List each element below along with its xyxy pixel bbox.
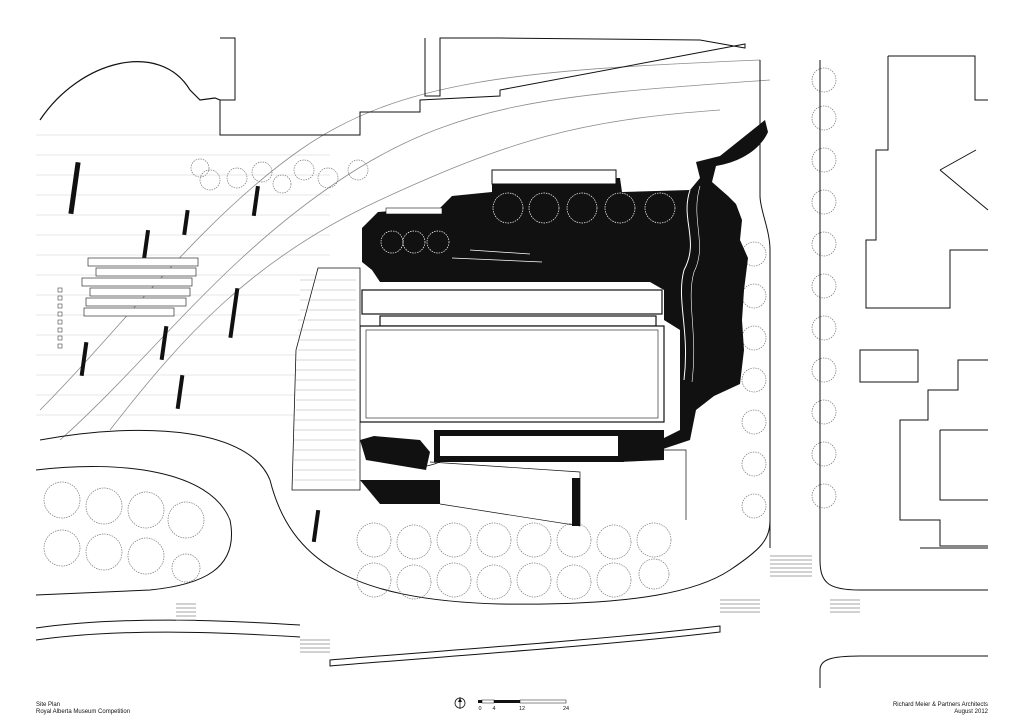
scale-tick-label: 4 [492,706,496,712]
scale-bar-labels: 0 4 12 24 [478,706,578,714]
crosswalks [176,555,860,653]
south-wing [360,430,664,526]
trees-north [190,158,369,194]
roof-walkway [681,189,691,381]
courtyard-trees [380,192,676,254]
light-standards [68,161,321,543]
title-block-left: Site Plan Royal Alberta Museum Competiti… [36,702,130,716]
museum-halls [359,289,665,423]
parking-striping [36,134,330,416]
trees-south-grove [356,522,672,600]
museum-roof-mass [362,120,768,450]
title-block-right: Richard Meier & Partners Architects Augu… [893,702,988,716]
site-pathways [39,59,771,441]
seating-markers [57,287,63,349]
roof-walkway-edge [690,185,701,383]
trees-street-east [741,67,837,519]
south-wing-lines [379,449,687,527]
north-arrow-icon [454,697,466,709]
plaza-steps [81,257,199,317]
existing-building-north [219,37,746,136]
scale-tick-label: 24 [562,706,570,712]
project-name: Royal Alberta Museum Competition [36,709,131,715]
trees-southwest [43,481,205,583]
east-buildings [859,55,989,547]
arena-outline [39,61,221,121]
architect-name: Richard Meier & Partners Architects [892,702,988,708]
street-lines [35,60,988,688]
drawing-title: Site Plan [36,702,61,708]
north-wing [385,169,617,215]
roof-ramp [451,249,543,263]
scale-tick-label: 12 [518,706,526,712]
scale-tick-label: 0 [478,706,482,712]
west-plinth [291,267,361,491]
drawing-date: August 2012 [954,709,988,715]
scale-bar [478,699,567,704]
